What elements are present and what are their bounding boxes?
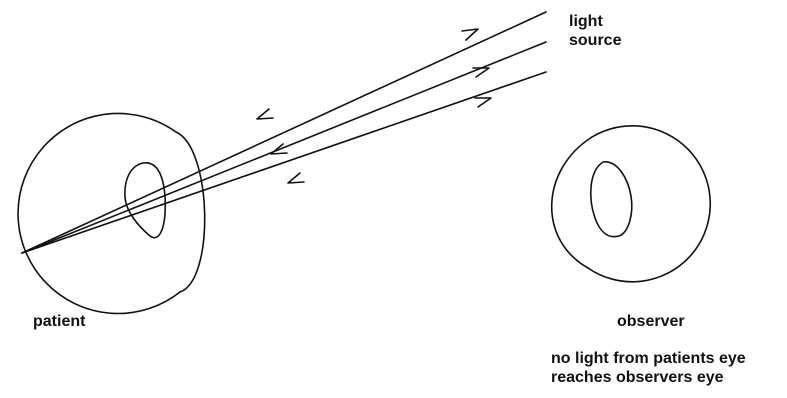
observer-cornea (550, 136, 593, 269)
light-source-label: light source (569, 12, 621, 50)
returning-arrows (256, 108, 305, 184)
observer-label: observer (617, 313, 685, 330)
patient-eye (17, 112, 206, 315)
light-source-label-line2: source (569, 32, 622, 49)
outgoing-arrows (461, 28, 492, 108)
observation-note: no light from patients eye reaches obser… (551, 349, 746, 387)
light-ray-3 (21, 71, 547, 254)
returning-arrow-1 (256, 108, 274, 120)
light-ray-2 (21, 41, 547, 254)
patient-cornea (175, 131, 206, 293)
observer-lens (590, 161, 633, 238)
outgoing-arrow-1 (461, 28, 479, 41)
light-source-label-line1: light (569, 13, 603, 30)
light-rays (21, 11, 547, 254)
patient-lens (124, 162, 167, 239)
outgoing-arrow-2 (472, 67, 490, 78)
observer-eyeball-outline (587, 125, 712, 283)
returning-arrow-3 (287, 172, 305, 184)
patient-eyeball-outline (17, 112, 181, 315)
outgoing-arrow-3 (474, 97, 492, 108)
returning-arrow-2 (270, 143, 288, 155)
observer-eye (550, 125, 712, 283)
patient-label: patient (33, 313, 86, 330)
light-ray-1 (21, 11, 547, 254)
observation-note-line1: no light from patients eye (551, 350, 746, 367)
observation-note-line2: reaches observers eye (551, 369, 724, 386)
